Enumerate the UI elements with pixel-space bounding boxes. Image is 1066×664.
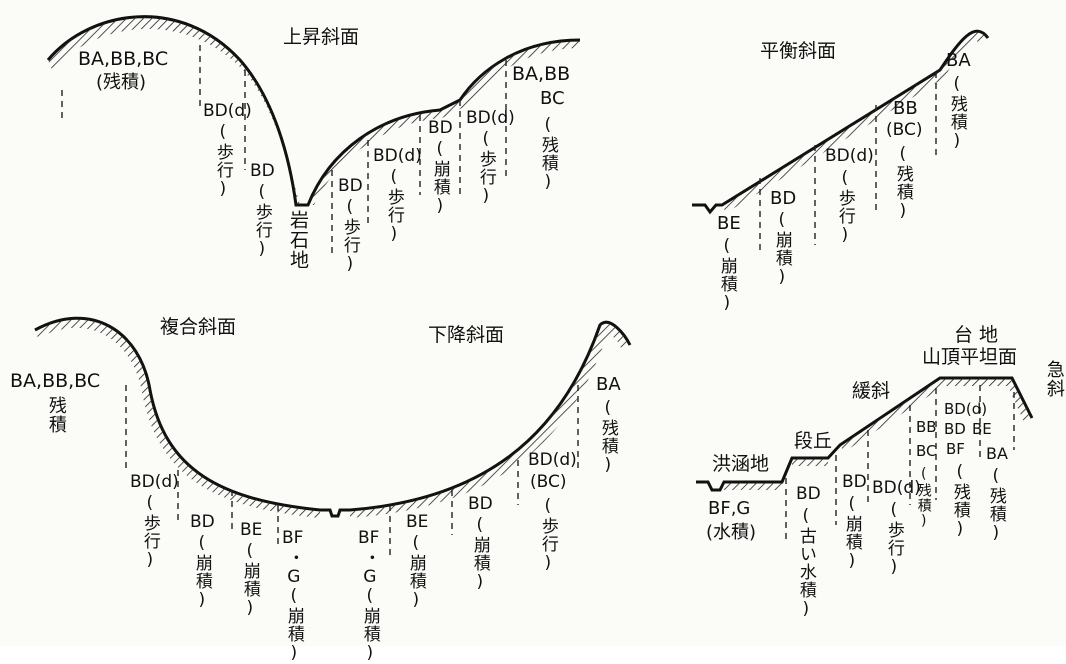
slope-drawings xyxy=(34,15,1034,555)
ter-water: (水積) xyxy=(706,522,757,543)
ter-residual-1: (残積) xyxy=(915,466,932,530)
ter-plateau: 台 地 xyxy=(954,324,999,346)
bal-bA: BA xyxy=(946,50,971,71)
asc-bA-bB-bC: BA,BB,BC xyxy=(78,48,169,70)
comp-bd-2: BD xyxy=(468,494,493,514)
bal-colluvial-2: (崩積) xyxy=(716,236,737,314)
comp-colluvial-1: (崩積) xyxy=(191,533,212,611)
balanced-slope-profile xyxy=(692,29,990,250)
ascending-slope-title: 上昇斜面 xyxy=(283,26,360,48)
comp-colluvial-5: (崩積) xyxy=(405,533,426,611)
ter-bB: BB xyxy=(916,418,937,436)
asc-walk-3: (歩行) xyxy=(339,197,360,275)
comp-walk-1: (歩行) xyxy=(139,493,160,571)
comp-walk-2: (歩行) xyxy=(537,496,558,574)
ter-bd-1: BD xyxy=(796,484,821,504)
comp-bd-1: BD xyxy=(190,512,215,532)
bal-walk: (歩行) xyxy=(834,168,855,246)
comp-residual: 残積 xyxy=(45,396,67,434)
comp-bA: BA xyxy=(596,374,621,395)
bal-bC: (BC) xyxy=(886,120,923,140)
comp-bE-1: BE xyxy=(240,520,263,540)
ter-bE: BE xyxy=(972,420,992,438)
comp-g-2: ・G xyxy=(359,549,380,588)
ter-residual-3: (残積) xyxy=(985,466,1006,544)
bal-bB: BB xyxy=(893,98,918,119)
asc-bd-d-2: BD(d) xyxy=(373,146,422,166)
composite-slope-title: 複合斜面 xyxy=(160,316,237,338)
comp-bA-bB-bC: BA,BB,BC xyxy=(10,370,101,392)
comp-bF-2: BF xyxy=(358,528,380,548)
comp-residual-2: (残積) xyxy=(597,398,618,476)
ascending-slope-profile xyxy=(46,15,581,255)
composite-slope-profile xyxy=(34,316,632,555)
asc-bd-3: BD xyxy=(428,118,453,138)
diagram-canvas: 上昇斜面 平衡斜面 複合斜面 下降斜面 BA,BB,BC (残積) BD(d) … xyxy=(10,15,1065,664)
asc-bC: BC xyxy=(540,88,565,109)
ter-summit-flat: 山頂平坦面 xyxy=(922,346,1018,368)
asc-residual: (残積) xyxy=(96,72,147,93)
bal-residual-1: (残積) xyxy=(946,74,967,152)
ter-bd-d-1: BD(d) xyxy=(872,478,921,498)
ter-floodplain: 洪涵地 xyxy=(712,453,770,475)
comp-bC: (BC) xyxy=(530,472,567,492)
comp-bd-d-2: BD(d) xyxy=(528,450,577,470)
ter-bC: BC xyxy=(916,442,937,460)
asc-bA-bB: BA,BB xyxy=(512,63,571,85)
asc-walk-5: (歩行) xyxy=(475,129,496,207)
asc-bd-d-1: BD(d) xyxy=(203,101,252,121)
terrace-slope-profile xyxy=(696,376,1034,540)
ter-terrace: 段丘 xyxy=(794,430,833,452)
asc-walk-2: (歩行) xyxy=(251,182,272,260)
asc-walk-4: (歩行) xyxy=(383,167,404,245)
comp-bd-d-1: BD(d) xyxy=(130,472,179,492)
comp-colluvial-4: (崩積) xyxy=(359,586,380,664)
asc-walk-1: (歩行) xyxy=(212,122,233,200)
ter-gentle: 緩斜 xyxy=(852,380,891,402)
ter-bF-G: BF,G xyxy=(708,498,751,519)
asc-colluvial: (崩積) xyxy=(429,139,450,217)
comp-colluvial-2: (崩積) xyxy=(239,541,260,619)
bal-colluvial-1: (崩積) xyxy=(771,210,792,288)
balanced-slope-title: 平衡斜面 xyxy=(760,40,837,62)
ter-steep: 急斜 xyxy=(1043,360,1065,398)
comp-bF-1: BF xyxy=(282,528,304,548)
bal-bE: BE xyxy=(717,213,741,234)
ter-walk: (歩行) xyxy=(883,500,904,578)
asc-rock-land: 岩石地 xyxy=(286,210,309,270)
ter-bd-d-2: BD(d) xyxy=(944,400,988,418)
ter-colluvial: (崩積) xyxy=(841,494,862,572)
ter-residual-2: (残積) xyxy=(949,462,970,540)
bal-residual-2: (残積) xyxy=(892,144,913,222)
bal-bd-d: BD(d) xyxy=(825,146,874,166)
asc-bd-d-3: BD(d) xyxy=(466,108,515,128)
comp-bE-2: BE xyxy=(406,512,429,532)
asc-bd-2: BD xyxy=(338,176,363,196)
ter-bd-2: BD xyxy=(842,472,867,492)
comp-colluvial-6: (崩積) xyxy=(469,515,490,593)
comp-g-1: ・G xyxy=(283,549,304,588)
ter-old-water: (古い水積) xyxy=(795,506,816,620)
ter-bF: BF xyxy=(946,440,965,458)
ter-bd-3: BD xyxy=(944,420,966,438)
comp-colluvial-3: (崩積) xyxy=(283,586,304,664)
asc-bd-1: BD xyxy=(250,161,275,181)
asc-residual-right: (残積) xyxy=(537,115,558,193)
bal-bd: BD xyxy=(770,188,797,209)
ter-bA: BA xyxy=(986,444,1008,463)
descending-slope-title: 下降斜面 xyxy=(428,324,505,346)
